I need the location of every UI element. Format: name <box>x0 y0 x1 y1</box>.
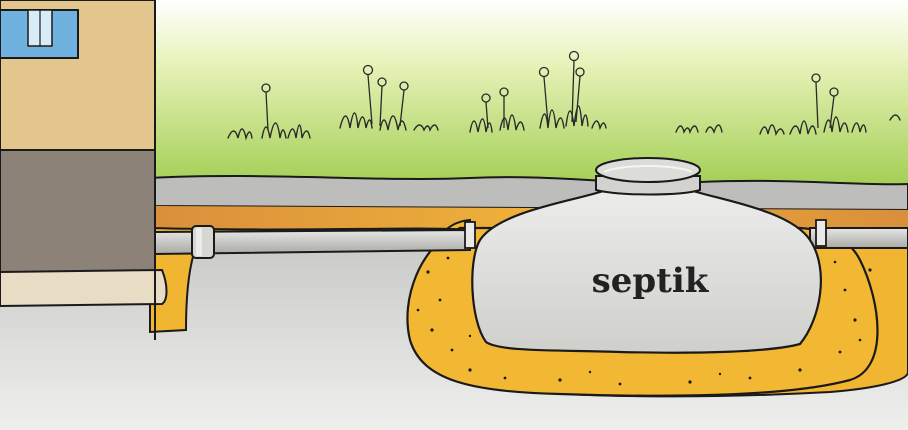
topsoil-strip <box>150 176 908 210</box>
foundation-slab <box>0 270 167 306</box>
tank-label: septik <box>592 261 710 301</box>
window <box>0 10 78 58</box>
house-foundation <box>0 150 155 272</box>
tank-lid <box>596 158 700 195</box>
pipe-coupling-highlight <box>196 228 202 256</box>
inlet-clamp <box>465 222 475 248</box>
outlet-clamp <box>816 220 826 246</box>
pipe-coupling <box>192 226 214 258</box>
